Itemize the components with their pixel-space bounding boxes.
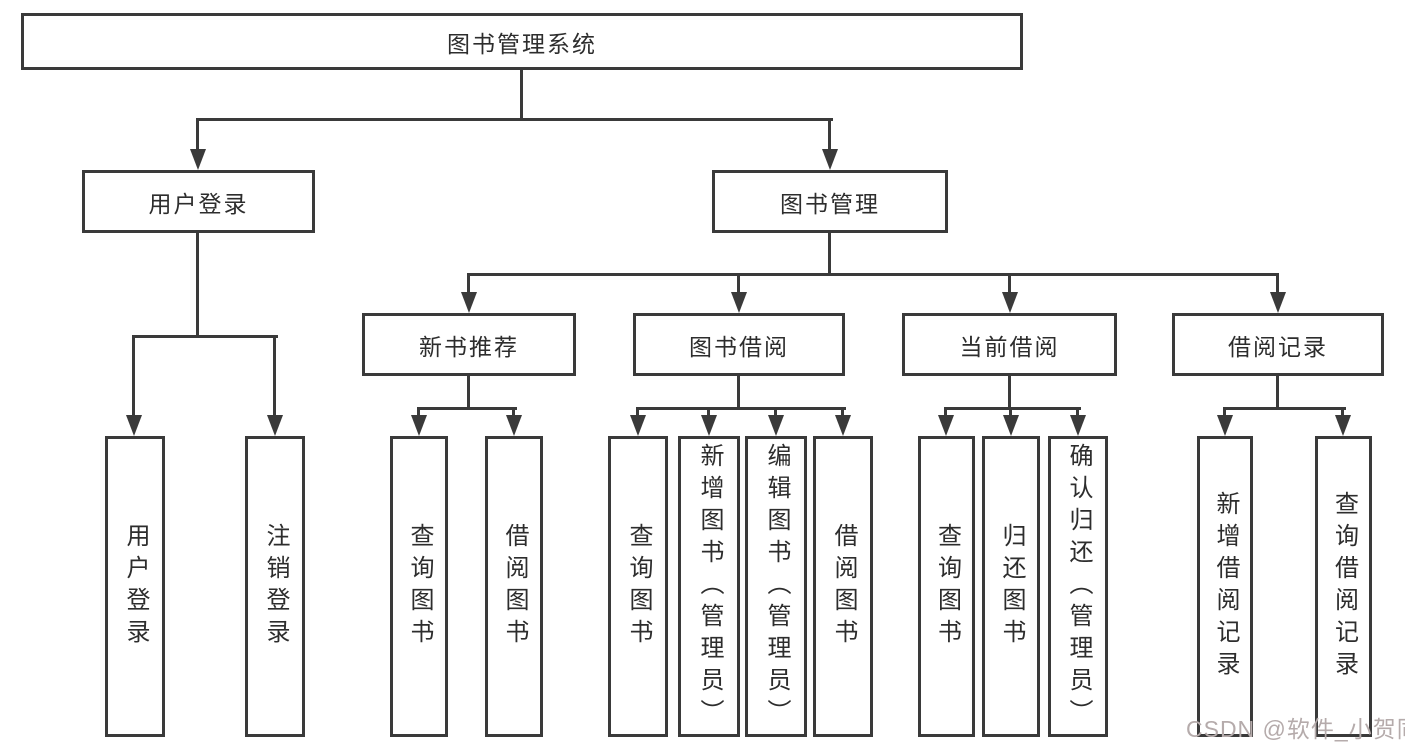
connector-line [1008, 273, 1011, 299]
arrowhead-down-icon [506, 415, 522, 436]
connector-line [467, 273, 1279, 276]
connector-line [1223, 407, 1226, 422]
connector-line [1009, 407, 1012, 422]
connector-line [417, 407, 517, 410]
connector-line [707, 407, 710, 422]
arrowhead-down-icon [267, 415, 283, 436]
connector-line [1276, 376, 1279, 407]
arrowhead-down-icon [1335, 415, 1351, 436]
connector-line [196, 233, 199, 335]
leaf-borrow-book-1-label: 借阅图书 [501, 522, 528, 651]
arrowhead-down-icon [411, 415, 427, 436]
node-borrow-records: 借阅记录 [1172, 313, 1384, 376]
node-book-borrow-label: 图书借阅 [689, 333, 789, 360]
leaf-borrow-book-1: 借阅图书 [485, 436, 543, 737]
arrowhead-down-icon [1270, 292, 1286, 313]
arrowhead-down-icon [835, 415, 851, 436]
leaf-query-book-1-label: 查询图书 [406, 522, 433, 651]
leaf-return-book: 归还图书 [982, 436, 1040, 737]
leaf-add-borrow-record-label: 新增借阅记录 [1212, 490, 1239, 683]
leaf-borrow-book-2-label: 借阅图书 [830, 522, 857, 651]
connector-line [132, 335, 278, 338]
leaf-query-book-2: 查询图书 [608, 436, 668, 737]
leaf-confirm-return-admin-label: 确认归还（管理员） [1065, 442, 1092, 731]
connector-line [196, 118, 199, 156]
connector-line [636, 407, 846, 410]
arrowhead-down-icon [731, 292, 747, 313]
connector-line [1008, 376, 1011, 407]
leaf-add-borrow-record: 新增借阅记录 [1197, 436, 1253, 737]
arrowhead-down-icon [1070, 415, 1086, 436]
leaf-edit-book-admin: 编辑图书（管理员） [745, 436, 807, 737]
node-new-book-recommend: 新书推荐 [362, 313, 576, 376]
node-root: 图书管理系统 [21, 13, 1023, 70]
arrowhead-down-icon [190, 149, 206, 170]
arrowhead-down-icon [768, 415, 784, 436]
arrowhead-down-icon [1003, 415, 1019, 436]
arrowhead-down-icon [1002, 292, 1018, 313]
connector-line [1223, 407, 1346, 410]
leaf-query-borrow-record-label: 查询借阅记录 [1330, 490, 1358, 683]
leaf-confirm-return-admin: 确认归还（管理员） [1048, 436, 1108, 737]
connector-line [774, 407, 777, 422]
arrowhead-down-icon [126, 415, 142, 436]
connector-line [828, 233, 831, 273]
connector-line [841, 407, 844, 422]
connector-line [273, 335, 276, 422]
leaf-query-book-2-label: 查询图书 [625, 522, 652, 651]
leaf-query-book-3-label: 查询图书 [933, 522, 961, 651]
connector-line [944, 407, 1081, 410]
arrowhead-down-icon [461, 292, 477, 313]
arrowhead-down-icon [822, 149, 838, 170]
node-book-borrow: 图书借阅 [633, 313, 845, 376]
arrowhead-down-icon [938, 415, 954, 436]
node-borrow-records-label: 借阅记录 [1228, 333, 1328, 360]
node-root-label: 图书管理系统 [447, 30, 597, 57]
connector-line [828, 118, 831, 156]
leaf-user-login-label: 用户登录 [122, 522, 149, 651]
arrowhead-down-icon [630, 415, 646, 436]
connector-line [520, 70, 523, 118]
leaf-add-book-admin: 新增图书（管理员） [678, 436, 740, 737]
connector-line [512, 407, 515, 422]
leaf-query-book-3: 查询图书 [918, 436, 975, 737]
leaf-edit-book-admin-label: 编辑图书（管理员） [763, 442, 790, 731]
connector-line [196, 118, 833, 121]
leaf-borrow-book-2: 借阅图书 [813, 436, 873, 737]
node-new-book-recommend-label: 新书推荐 [419, 333, 519, 360]
csdn-watermark: CSDN @软件_小贺同学 [1186, 716, 1405, 742]
leaf-return-book-label: 归还图书 [998, 522, 1025, 651]
node-user-login-label: 用户登录 [148, 190, 249, 217]
node-current-borrow: 当前借阅 [902, 313, 1117, 376]
node-book-management-label: 图书管理 [780, 190, 880, 217]
node-book-management: 图书管理 [712, 170, 948, 233]
node-current-borrow-label: 当前借阅 [959, 333, 1060, 360]
leaf-query-book-1: 查询图书 [390, 436, 448, 737]
connector-line [417, 407, 420, 422]
connector-line [1341, 407, 1344, 422]
connector-line [467, 376, 470, 407]
arrowhead-down-icon [701, 415, 717, 436]
leaf-add-book-admin-label: 新增图书（管理员） [696, 442, 723, 731]
connector-line [636, 407, 639, 422]
connector-line [737, 376, 740, 407]
leaf-logout-label: 注销登录 [262, 522, 289, 651]
connector-line [467, 273, 470, 299]
connector-line [1276, 273, 1279, 299]
connector-line [132, 335, 135, 422]
leaf-user-login: 用户登录 [105, 436, 165, 737]
leaf-logout: 注销登录 [245, 436, 305, 737]
arrowhead-down-icon [1217, 415, 1233, 436]
connector-line [944, 407, 947, 422]
connector-line [737, 273, 740, 299]
leaf-query-borrow-record: 查询借阅记录 [1315, 436, 1372, 737]
connector-line [1076, 407, 1079, 422]
node-user-login: 用户登录 [82, 170, 315, 233]
